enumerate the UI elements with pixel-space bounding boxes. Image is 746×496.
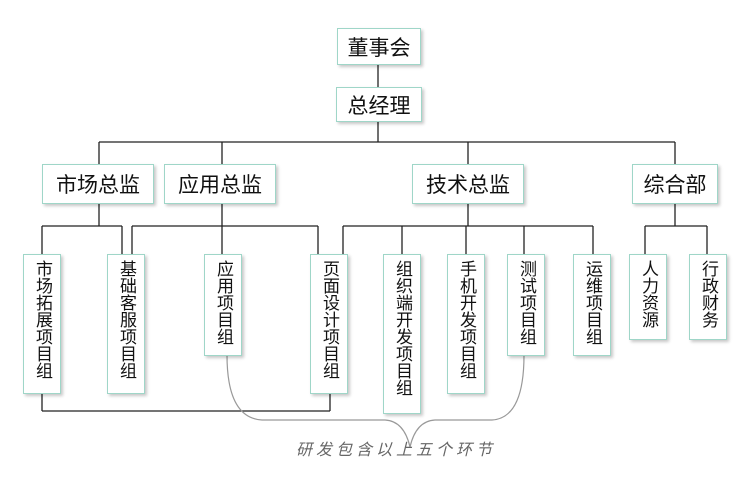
general-manager-node: 总经理 <box>336 87 422 122</box>
application-group-label: 应用项目组 <box>213 260 233 345</box>
frontend-dev-group-label: 组织端开发项目组 <box>392 260 412 396</box>
testing-group-label: 测试项目组 <box>516 260 536 345</box>
gm-label: 总经理 <box>347 93 411 118</box>
frontend-dev-group-node: 组织端开发项目组 <box>383 254 421 414</box>
admin-finance-node: 行政财务 <box>689 254 727 340</box>
tech-director-label: 技术总监 <box>426 173 510 197</box>
app-director-label: 应用总监 <box>178 173 262 197</box>
hr-node: 人力资源 <box>629 254 667 340</box>
ops-group-label: 运维项目组 <box>582 260 602 345</box>
app-director-node: 应用总监 <box>164 164 276 204</box>
tech-director-node: 技术总监 <box>412 164 524 204</box>
customer-service-group-node: 基础客服项目组 <box>107 254 145 394</box>
admin-dept-node: 综合部 <box>632 164 718 204</box>
testing-group-node: 测试项目组 <box>507 254 545 356</box>
brace-curve <box>226 354 525 448</box>
application-group-node: 应用项目组 <box>204 254 242 356</box>
admin-dept-label: 综合部 <box>643 173 707 197</box>
page-design-group-node: 页面设计项目组 <box>310 254 348 394</box>
mobile-dev-group-node: 手机开发项目组 <box>447 254 485 394</box>
board-label: 董事会 <box>347 35 411 60</box>
hr-label: 人力资源 <box>638 260 658 328</box>
market-expand-group-node: 市场拓展项目组 <box>23 254 61 394</box>
admin-finance-label: 行政财务 <box>698 260 718 328</box>
market-director-label: 市场总监 <box>56 173 140 197</box>
board-node: 董事会 <box>337 28 421 65</box>
market-director-node: 市场总监 <box>42 164 154 204</box>
rd-note: 研发包含以上五个环节 <box>296 440 497 459</box>
page-design-group-label: 页面设计项目组 <box>319 260 339 379</box>
ops-group-node: 运维项目组 <box>573 254 611 356</box>
customer-service-group-label: 基础客服项目组 <box>116 260 136 379</box>
market-expand-group-label: 市场拓展项目组 <box>32 260 52 379</box>
mobile-dev-group-label: 手机开发项目组 <box>456 260 476 379</box>
